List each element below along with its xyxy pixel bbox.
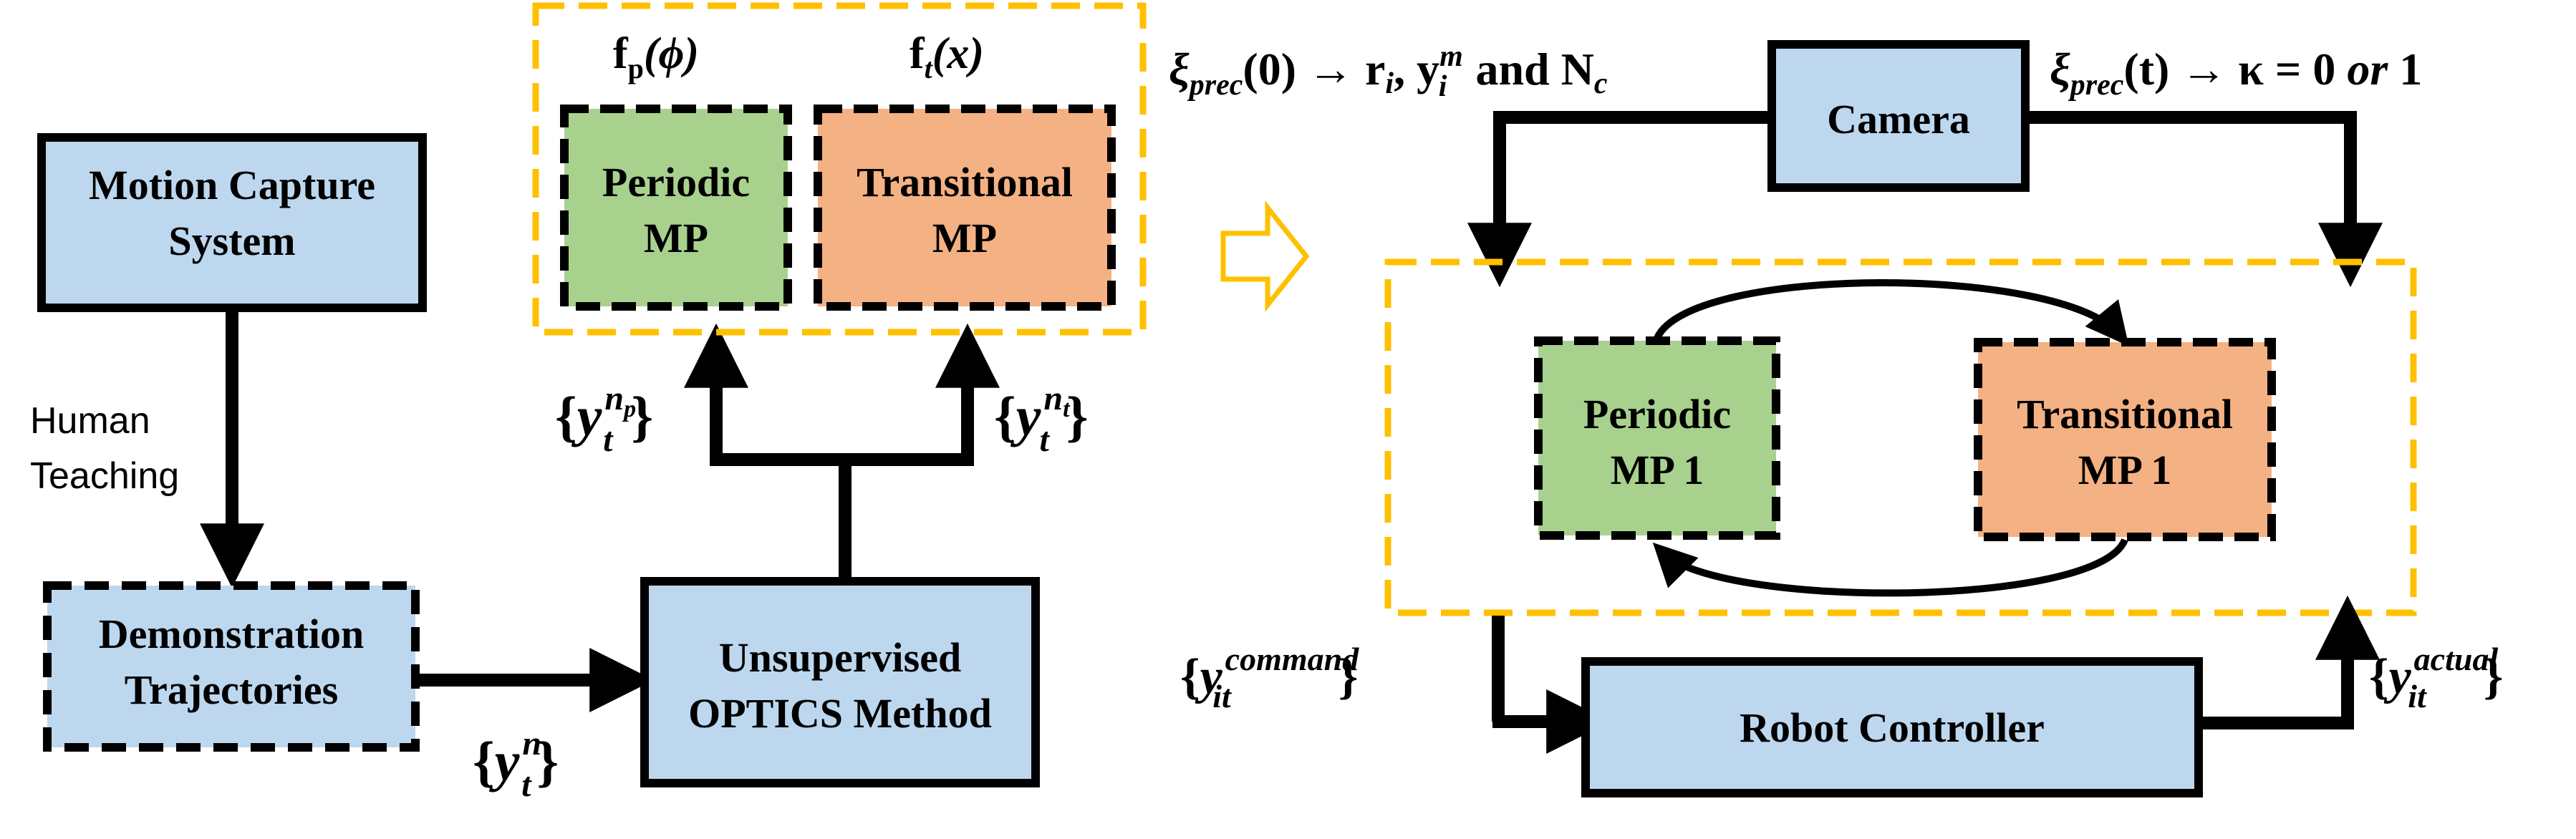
transitional-mp-line2: MP bbox=[932, 215, 997, 261]
periodic-mp-line2: MP bbox=[644, 215, 708, 261]
optics-line1: Unsupervised bbox=[719, 634, 961, 681]
hollow-arrow-icon bbox=[1220, 200, 1310, 313]
camera-label: Camera bbox=[1827, 96, 1970, 142]
camera-right-annotation: ξprec(t) → κ = 0 or 1 bbox=[2050, 44, 2422, 102]
arrow-transitional-to-periodic bbox=[1652, 538, 2128, 597]
robot-controller-box: Robot Controller bbox=[1581, 657, 2203, 797]
demo-line2: Trajectories bbox=[125, 666, 338, 713]
arrow-robot-to-frame bbox=[2201, 595, 2380, 729]
transitional-mp1-box: Transitional MP 1 bbox=[1974, 338, 2276, 541]
demo-line1: Demonstration bbox=[99, 611, 365, 657]
arrow-camera-to-left bbox=[1467, 111, 1769, 288]
human-teaching-line2: Teaching bbox=[30, 455, 179, 497]
optics-line2: OPTICS Method bbox=[688, 690, 992, 737]
transitional-mp1-line1: Transitional bbox=[2017, 391, 2233, 437]
periodic-mp-box: Periodic MP bbox=[560, 105, 792, 311]
human-teaching-line1: Human bbox=[30, 400, 150, 442]
transitional-mp1-line2: MP 1 bbox=[2078, 447, 2171, 493]
robot-controller-label: Robot Controller bbox=[1740, 704, 2045, 751]
mp-library-frame bbox=[532, 2, 1147, 336]
periodic-mp1-box: Periodic MP 1 bbox=[1534, 336, 1780, 540]
arrow-periodic-to-transitional bbox=[1654, 279, 2129, 346]
periodic-mp1-line1: Periodic bbox=[1583, 391, 1731, 437]
motion-capture-line2: System bbox=[168, 218, 295, 264]
motion-capture-box: Motion Capture System bbox=[37, 133, 427, 312]
optics-box: Unsupervised OPTICS Method bbox=[640, 577, 1040, 787]
periodic-mp1-line2: MP 1 bbox=[1611, 447, 1704, 493]
periodic-mp-line1: Periodic bbox=[602, 159, 750, 205]
fp-label: fp(ϕ) bbox=[613, 29, 699, 84]
human-teaching-label: Human Teaching bbox=[30, 400, 179, 497]
demonstration-trajectories-box: Demonstration Trajectories bbox=[43, 581, 420, 752]
motion-capture-line1: Motion Capture bbox=[89, 162, 375, 208]
arrow-camera-to-right bbox=[2028, 111, 2383, 288]
fork-optics-to-mps bbox=[684, 323, 1000, 578]
transitional-mp-box: Transitional MP bbox=[814, 105, 1116, 311]
arrow-frame-to-robot bbox=[1492, 616, 1611, 754]
camera-box: Camera bbox=[1767, 40, 2030, 192]
ft-label: ft(x) bbox=[910, 29, 984, 84]
transitional-mp-line1: Transitional bbox=[857, 159, 1073, 205]
